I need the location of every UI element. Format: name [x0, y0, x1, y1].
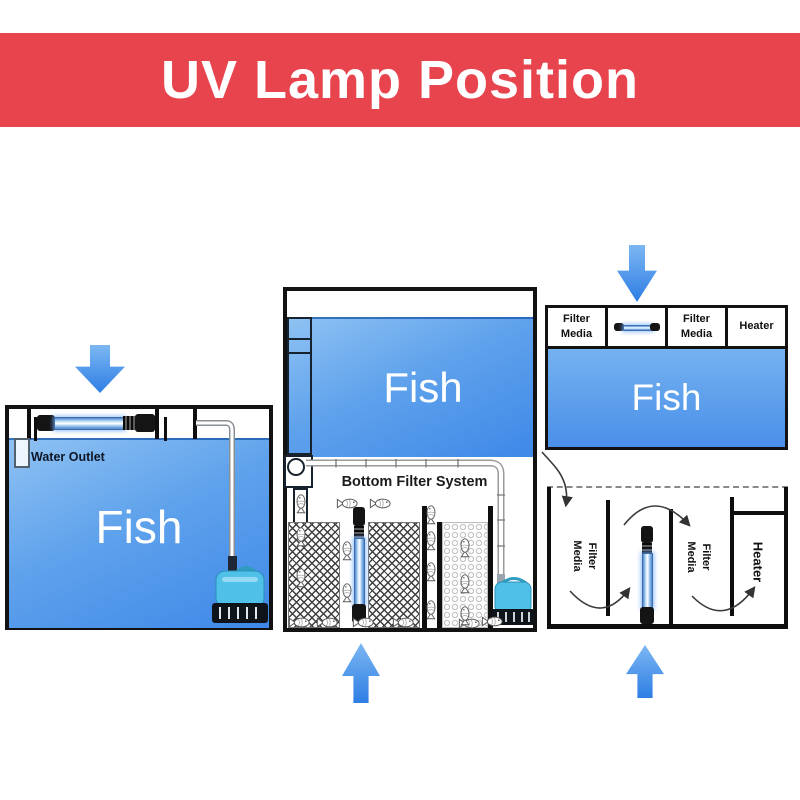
flow-arrow-icon [541, 451, 573, 508]
bottom-filter-system-label: Bottom Filter System [341, 474, 488, 490]
fish-icon [460, 574, 470, 594]
flow-arrow-icon [691, 586, 756, 612]
water-outlet-label: Water Outlet [31, 450, 105, 464]
filter-media-block [288, 522, 340, 628]
water-pump-icon [212, 556, 268, 623]
fish-icon [296, 494, 306, 514]
fish-icon [316, 617, 338, 628]
compartment-filter-media: Filter Media [548, 308, 605, 346]
sump-baffle [606, 500, 610, 616]
flow-arrow-icon [623, 505, 691, 527]
water-level-dashed-line [547, 486, 788, 488]
right-top-tank-water: Fish [548, 349, 785, 447]
sump-bottom [547, 624, 788, 629]
overflow-divider [289, 338, 310, 340]
lamp-cap [640, 607, 654, 624]
middle-tank-water: Fish [287, 317, 533, 457]
lamp-cap [37, 415, 55, 431]
fish-icon [342, 541, 352, 561]
lamp-bracket [164, 417, 167, 441]
compartment-heater: Heater [728, 308, 785, 346]
title-banner: UV Lamp Position [0, 33, 800, 127]
return-pipe [196, 420, 235, 557]
fish-icon [288, 617, 310, 628]
sump-right-wall [784, 487, 788, 628]
lamp-bracket [27, 409, 31, 439]
filter-media-label: Filter Media [560, 312, 593, 340]
lamp-cap [641, 526, 653, 543]
baffle-bar [437, 522, 442, 628]
sump-baffle [669, 509, 673, 625]
uv-lamp-horizontal-icon [37, 414, 155, 432]
compartment-filter-media: Filter Media [668, 308, 725, 346]
uv-lamp-vertical-icon [351, 507, 367, 623]
lamp-threads [123, 416, 135, 430]
fish-icon [426, 505, 436, 525]
fish-icon [296, 568, 306, 588]
right-fish-label: Fish [631, 377, 702, 418]
page-title: UV Lamp Position [160, 50, 640, 110]
heater-label: Heater [739, 320, 774, 333]
overflow-column [287, 317, 312, 455]
filter-media-label: Filter Media [680, 312, 713, 340]
fish-icon [481, 616, 503, 627]
pipe-bracket [193, 409, 197, 439]
baffle-bar [488, 506, 493, 628]
outlet-circle [287, 458, 305, 476]
lamp-cap [649, 323, 660, 331]
baffle-bar [422, 506, 427, 628]
uv-lamp-small-icon [613, 322, 660, 332]
fish-icon [392, 617, 414, 628]
lamp-threads [642, 543, 652, 553]
fish-icon [369, 498, 391, 509]
fish-icon [426, 600, 436, 620]
fish-group [288, 494, 503, 629]
middle-fish-label: Fish [383, 364, 463, 411]
flow-arrow-icon [569, 587, 631, 609]
fish-icon [460, 538, 470, 558]
lamp-cap [353, 507, 365, 526]
lamp-bracket [155, 409, 159, 439]
fish-icon [296, 527, 306, 547]
left-fish-label: Fish [95, 501, 183, 553]
lamp-threads [354, 526, 364, 538]
heater-bracket [734, 511, 784, 515]
fish-icon [342, 583, 352, 603]
lamp-cap [135, 414, 155, 432]
filter-media-block [368, 522, 420, 628]
flow-arrows [541, 451, 756, 612]
sump-left-wall [547, 487, 551, 628]
lamp-cap [613, 323, 624, 331]
compartment-uv-lamp [608, 308, 665, 346]
fish-icon [352, 617, 374, 628]
lamp-bracket [34, 417, 37, 441]
bottom-filter-pipe [306, 459, 505, 576]
compartment-row: Filter Media Filter Media Heater [548, 308, 785, 349]
overflow-divider [289, 352, 310, 354]
fish-icon [426, 562, 436, 582]
fish-icon [336, 498, 358, 509]
sump-baffle [730, 497, 734, 616]
uv-lamp-vertical-icon [639, 526, 655, 624]
water-outlet-box [14, 438, 30, 468]
fish-icon [426, 531, 436, 551]
